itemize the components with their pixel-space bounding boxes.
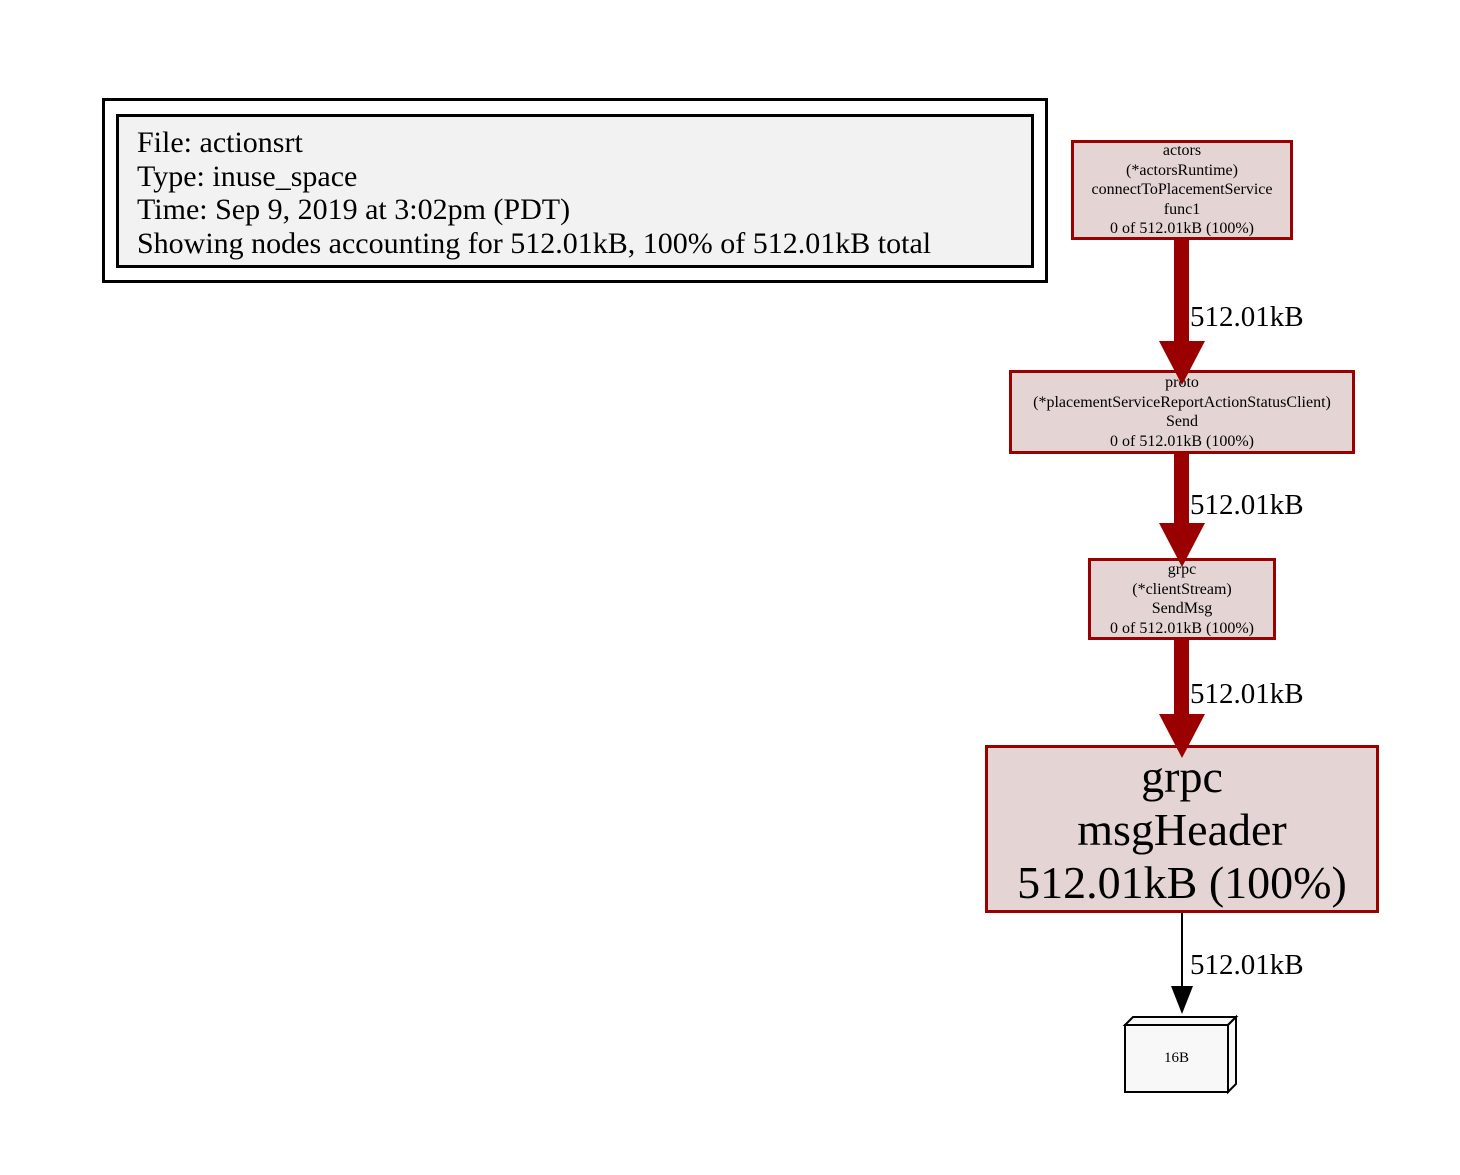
node-line: (*placementServiceReportActionStatusClie… — [1033, 393, 1331, 411]
legend-file-line: File: actionsrt — [137, 126, 303, 159]
edge-msgheader-to-leaf-label: 512.01kB — [1190, 949, 1304, 981]
node-line: (*actorsRuntime) — [1126, 161, 1238, 179]
edge-msgheader-to-leaf — [1181, 913, 1183, 986]
edge-actors-to-proto — [1174, 240, 1189, 343]
node-line: 0 of 512.01kB (100%) — [1110, 432, 1254, 450]
edge-proto-to-grpcstream-arrowhead-icon — [1159, 523, 1205, 567]
edge-grpcstream-to-msgheader-arrowhead-icon — [1159, 714, 1205, 758]
node-line: 512.01kB (100%) — [1017, 856, 1347, 908]
legend-time-line: Time: Sep 9, 2019 at 3:02pm (PDT) — [137, 193, 571, 226]
edge-grpcstream-to-msgheader — [1174, 640, 1189, 716]
node-line: func1 — [1163, 200, 1201, 218]
node-line: 0 of 512.01kB (100%) — [1110, 619, 1254, 637]
node-leaf-16b[interactable]: 16B — [1163, 1050, 1189, 1066]
edge-actors-to-proto-label: 512.01kB — [1190, 301, 1304, 333]
node-actors-connecttoplacementservice-func1[interactable]: actors (*actorsRuntime) connectToPlaceme… — [1071, 140, 1293, 240]
node-line: actors — [1162, 142, 1202, 160]
edge-msgheader-to-leaf-arrowhead-icon — [1171, 986, 1193, 1014]
legend-box: File: actionsrt Type: inuse_space Time: … — [116, 114, 1034, 268]
node-grpc-msgheader[interactable]: grpc msgHeader 512.01kB (100%) — [985, 745, 1379, 913]
edge-proto-to-grpcstream-label: 512.01kB — [1190, 489, 1304, 521]
node-line: msgHeader — [1077, 803, 1287, 855]
edge-actors-to-proto-arrowhead-icon — [1159, 341, 1205, 385]
legend-type-line: Type: inuse_space — [137, 159, 358, 193]
leaf-box3d-shape — [1122, 1014, 1239, 1095]
edge-proto-to-grpcstream — [1174, 453, 1189, 528]
node-line: SendMsg — [1151, 600, 1213, 617]
node-line: connectToPlacementService — [1091, 181, 1273, 199]
node-grpc-clientstream-sendmsg[interactable]: grpc (*clientStream) SendMsg 0 of 512.01… — [1088, 558, 1276, 640]
node-line: 0 of 512.01kB (100%) — [1110, 220, 1254, 238]
node-line: (*clientStream) — [1132, 580, 1232, 598]
node-line: grpc — [1141, 750, 1223, 802]
edge-grpcstream-to-msgheader-label: 512.01kB — [1190, 678, 1304, 710]
node-line: Send — [1166, 413, 1198, 430]
legend-summary-line: Showing nodes accounting for 512.01kB, 1… — [137, 226, 932, 260]
